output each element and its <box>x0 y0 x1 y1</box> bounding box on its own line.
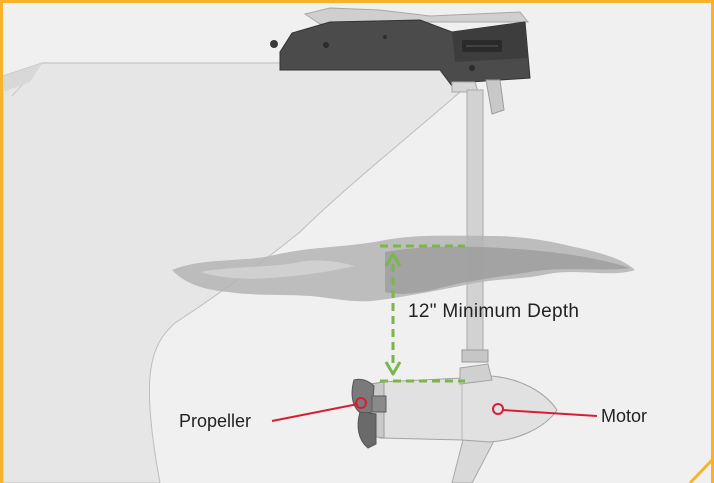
head-screw <box>469 65 475 71</box>
propeller-blade <box>351 378 375 415</box>
propeller <box>351 378 387 449</box>
depth-label: 12" Minimum Depth <box>408 301 580 322</box>
motor-head <box>270 7 531 115</box>
motor-pointer-line <box>502 409 598 417</box>
motor-label: Motor <box>601 406 648 426</box>
propeller-label: Propeller <box>179 411 252 431</box>
mount-arm <box>485 79 505 115</box>
propeller-pointer-line <box>271 403 359 422</box>
depth-arrow-down <box>384 361 402 376</box>
shaft-collar <box>461 349 489 363</box>
motor-housing <box>379 375 558 443</box>
head-screw <box>383 35 387 39</box>
propeller-pointer-dot <box>355 397 367 409</box>
motor-lower-unit <box>369 363 558 483</box>
depth-arrow-up <box>384 252 402 267</box>
propeller-blade <box>371 395 387 413</box>
corner-accent <box>688 456 714 483</box>
motor-pointer-dot <box>492 403 504 415</box>
head-knob <box>270 40 278 48</box>
water-surface-shade <box>385 246 630 294</box>
hull-bow-shade <box>3 63 42 92</box>
motor-housing-highlight <box>459 363 493 385</box>
water-surface-light <box>200 260 355 279</box>
head-screw <box>323 42 329 48</box>
propeller-blade <box>357 411 377 449</box>
